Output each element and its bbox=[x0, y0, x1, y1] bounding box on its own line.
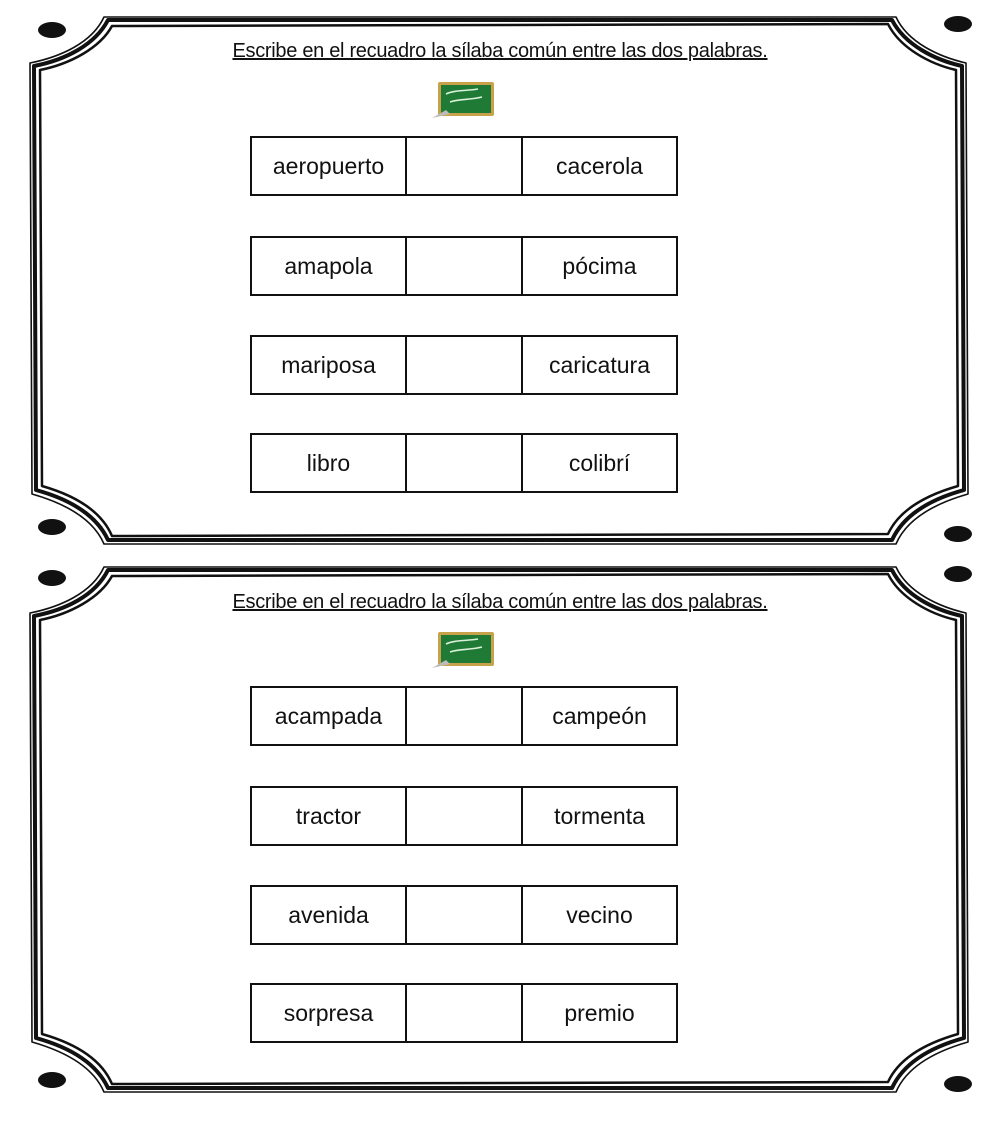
first-word: aeropuerto bbox=[252, 138, 407, 194]
syllable-box[interactable] bbox=[407, 787, 523, 845]
first-word: acampada bbox=[252, 688, 407, 744]
syllable-box[interactable] bbox=[407, 237, 523, 295]
first-word: amapola bbox=[252, 238, 407, 294]
table-row: sorpresa premio bbox=[250, 983, 678, 1043]
syllable-box[interactable] bbox=[407, 434, 523, 492]
second-word: cacerola bbox=[556, 152, 643, 179]
table-row: aeropuerto cacerola bbox=[250, 136, 678, 196]
second-word: vecino bbox=[566, 901, 633, 928]
instruction-text: Escribe en el recuadro la sílaba común e… bbox=[232, 40, 768, 62]
second-word: tormenta bbox=[554, 802, 645, 829]
second-word: campeón bbox=[552, 702, 647, 729]
decorative-frame bbox=[29, 566, 972, 1093]
table-row: tractor tormenta bbox=[250, 786, 678, 846]
syllable-input[interactable] bbox=[407, 137, 521, 195]
table-row: libro colibrí bbox=[250, 433, 678, 493]
first-word: tractor bbox=[252, 788, 407, 844]
syllable-input[interactable] bbox=[407, 687, 521, 745]
second-word: premio bbox=[564, 999, 635, 1026]
table-row: avenida vecino bbox=[250, 885, 678, 945]
instruction-text: Escribe en el recuadro la sílaba común e… bbox=[232, 591, 768, 613]
first-word: libro bbox=[252, 435, 407, 491]
syllable-box[interactable] bbox=[407, 687, 523, 745]
chalkboard-icon bbox=[432, 82, 494, 118]
first-word: mariposa bbox=[252, 337, 407, 393]
chalkboard-icon bbox=[432, 632, 494, 668]
table-row: acampada campeón bbox=[250, 686, 678, 746]
decorative-frame bbox=[29, 16, 972, 545]
syllable-input[interactable] bbox=[407, 886, 521, 944]
table-row: mariposa caricatura bbox=[250, 335, 678, 395]
table-row: amapola pócima bbox=[250, 236, 678, 296]
syllable-box[interactable] bbox=[407, 984, 523, 1042]
syllable-box[interactable] bbox=[407, 137, 523, 195]
syllable-input[interactable] bbox=[407, 434, 521, 492]
second-word: pócima bbox=[562, 252, 637, 279]
syllable-input[interactable] bbox=[407, 336, 521, 394]
second-word: caricatura bbox=[549, 351, 650, 378]
first-word: avenida bbox=[252, 887, 407, 943]
worksheet-card-2: Escribe en el recuadro la sílaba común e… bbox=[0, 556, 1000, 1104]
syllable-box[interactable] bbox=[407, 886, 523, 944]
syllable-input[interactable] bbox=[407, 787, 521, 845]
worksheet-card-1: Escribe en el recuadro la sílaba común e… bbox=[0, 0, 1000, 548]
second-word: colibrí bbox=[568, 449, 631, 476]
syllable-input[interactable] bbox=[407, 984, 521, 1042]
first-word: sorpresa bbox=[252, 985, 407, 1041]
syllable-box[interactable] bbox=[407, 336, 523, 394]
syllable-input[interactable] bbox=[407, 237, 521, 295]
